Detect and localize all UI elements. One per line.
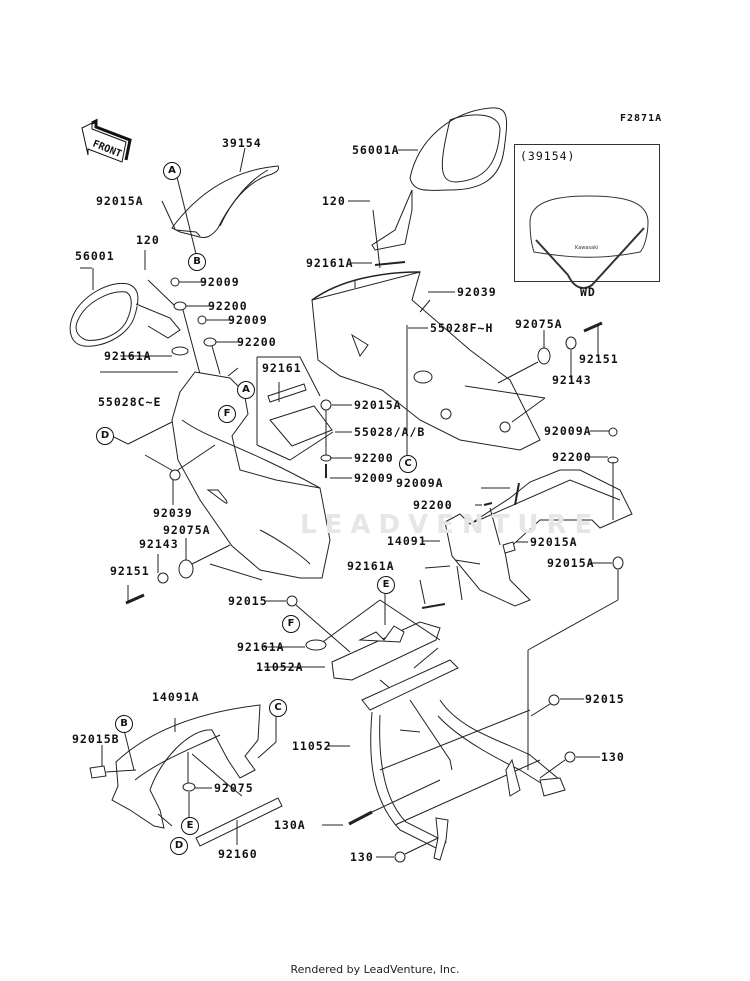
watermark: LEADVENTURE [300,510,601,540]
part-label[interactable]: 92161A [104,349,152,363]
part-label[interactable]: 11052A [256,660,304,674]
part-label[interactable]: 92200 [354,451,394,465]
inset-windshield-part: Kawasaki [529,195,649,289]
part-label[interactable]: 92015A [354,398,402,412]
part-label[interactable]: 130A [274,818,306,832]
part-label[interactable]: 92143 [552,373,592,387]
part-label[interactable]: 92161 [262,361,302,375]
bracket-11052a-part[interactable] [331,621,441,681]
part-label[interactable]: 92151 [110,564,150,578]
front-arrow-icon: FRONT [81,118,132,163]
part-label[interactable]: 92039 [153,506,193,520]
part-label[interactable]: 55028F~H [430,321,494,335]
part-label[interactable]: 92151 [579,352,619,366]
inner-cover-14091a-part[interactable] [111,704,261,829]
callout-d: D [96,427,114,445]
part-label[interactable]: 92009A [396,476,444,490]
part-label[interactable]: 55028C~E [98,395,162,409]
part-label[interactable]: 92015A [547,556,595,570]
part-label[interactable]: 39154 [222,136,262,150]
part-label[interactable]: 92009 [354,471,394,485]
footer-credit: Rendered by LeadVenture, Inc. [290,963,460,976]
inset-box [514,144,660,282]
part-label[interactable]: 92015 [228,594,268,608]
right-cowl-part[interactable] [311,271,541,451]
part-label[interactable]: 14091 [387,534,427,548]
callout-c: C [269,699,287,717]
part-label[interactable]: 92009 [228,313,268,327]
part-label[interactable]: 92161A [347,559,395,573]
part-label[interactable]: 92075 [214,781,254,795]
part-label[interactable]: 92075A [163,523,211,537]
callout-e: E [181,817,199,835]
callout-f: F [282,615,300,633]
part-label[interactable]: 120 [136,233,160,247]
part-label[interactable]: 120 [322,194,346,208]
callout-a: A [163,162,181,180]
inset-logo-text: Kawasaki [575,245,598,251]
callout-e: E [377,576,395,594]
part-label[interactable]: 92015A [530,535,578,549]
left-cowl-part[interactable] [171,371,331,579]
part-label[interactable]: 92200 [208,299,248,313]
part-label[interactable]: 55028/A/B [354,425,426,439]
callout-d: D [170,837,188,855]
callout-b: B [115,715,133,733]
callout-c: C [399,455,417,473]
part-label[interactable]: 130 [350,850,374,864]
callout-f: F [218,405,236,423]
part-label[interactable]: 92200 [413,498,453,512]
part-label[interactable]: 92015 [585,692,625,706]
part-label[interactable]: 92200 [237,335,277,349]
part-label[interactable]: 92039 [457,285,497,299]
part-label[interactable]: 92015A [96,194,144,208]
part-label[interactable]: 56001A [352,143,400,157]
part-label[interactable]: 92015B [72,732,120,746]
part-label[interactable]: 92200 [552,450,592,464]
part-label[interactable]: 14091A [152,690,200,704]
part-label[interactable]: 92161A [237,640,285,654]
callout-a: A [237,381,255,399]
part-label[interactable]: 92160 [218,847,258,861]
undercover-part[interactable] [444,469,633,607]
stay-frame-11052-part[interactable] [361,659,566,851]
callout-b: B [188,253,206,271]
part-label[interactable]: 92143 [139,537,179,551]
part-label[interactable]: 92009 [200,275,240,289]
mirror-left-part[interactable] [69,282,181,347]
part-label[interactable]: 56001 [75,249,115,263]
part-label[interactable]: 92075A [515,317,563,331]
inset-part-ref: (39154) [520,149,576,163]
part-label[interactable]: 11052 [292,739,332,753]
part-label[interactable]: 130 [601,750,625,764]
part-label[interactable]: 92009A [544,424,592,438]
part-label[interactable]: 92161A [306,256,354,270]
inset-caption: WD [580,285,596,299]
figure-id: F2871A [620,113,663,124]
mirror-right-part[interactable] [371,107,508,251]
windshield-part[interactable] [171,165,279,239]
